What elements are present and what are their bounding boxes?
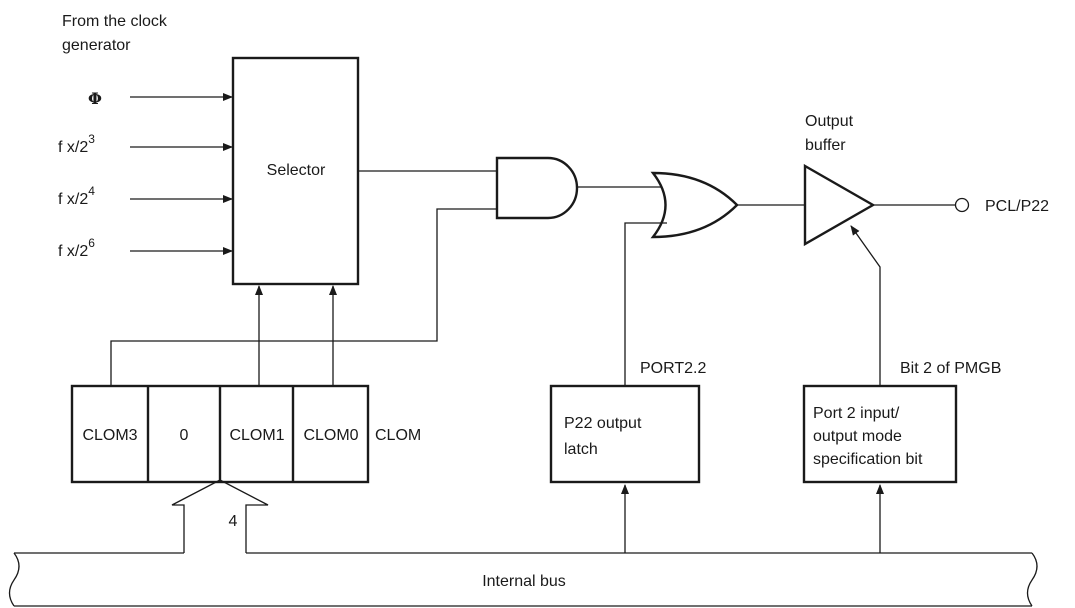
latch-label-line1: P22 output — [564, 415, 642, 432]
fx6-base: f x/2 — [58, 243, 88, 260]
clom-cell-clom0: CLOM0 — [303, 427, 358, 444]
mode-bit-label-line3: specification bit — [813, 451, 923, 468]
bus-to-clom-hollow-arrow — [171, 479, 269, 553]
fx4-exponent: 4 — [88, 184, 95, 198]
pin-terminal — [954, 197, 970, 213]
fx4-base: f x/2 — [58, 191, 88, 208]
latch-label-line2: latch — [564, 441, 598, 458]
clom-cell-clom1: CLOM1 — [229, 427, 284, 444]
output-buffer-label-line2: buffer — [805, 137, 846, 154]
output-buffer-triangle — [803, 163, 876, 247]
mode-bit-label-line1: Port 2 input/ — [813, 405, 900, 422]
and-gate — [495, 156, 579, 220]
clom-cell-0: 0 — [180, 427, 189, 444]
phi-input-label: Φ — [88, 89, 102, 108]
mode-bit-to-buffer-arrow — [850, 225, 881, 385]
pin-label: PCL/P22 — [985, 198, 1049, 215]
latch-to-or-wire — [624, 222, 667, 385]
mode-bit-box — [802, 384, 958, 484]
latch-box — [549, 384, 701, 484]
clock-source-label-line1: From the clock — [62, 13, 168, 30]
selector-label: Selector — [267, 162, 326, 179]
clom-register-name: CLOM — [375, 427, 421, 444]
mode-bit-label-line2: output mode — [813, 428, 902, 445]
fx4-input-label: f x/24 — [58, 184, 95, 208]
pmgb-label: Bit 2 of PMGB — [900, 360, 1001, 377]
clock-source-label-line2: generator — [62, 37, 131, 54]
selector-box — [231, 56, 360, 286]
fx3-base: f x/2 — [58, 139, 88, 156]
or-gate — [650, 171, 739, 239]
internal-bus-label: Internal bus — [482, 573, 566, 590]
clom3-to-and-wire — [110, 208, 497, 385]
bus-width-label: 4 — [229, 513, 238, 530]
internal-bus-right-break — [1026, 552, 1038, 607]
fx3-exponent: 3 — [88, 132, 95, 146]
fx3-input-label: f x/23 — [58, 132, 95, 156]
internal-bus-left-break — [8, 552, 20, 607]
clom-cell-clom3: CLOM3 — [82, 427, 137, 444]
fx6-input-label: f x/26 — [58, 236, 95, 260]
output-buffer-label-line1: Output — [805, 113, 854, 130]
fx6-exponent: 6 — [88, 236, 95, 250]
port-label: PORT2.2 — [640, 360, 707, 377]
